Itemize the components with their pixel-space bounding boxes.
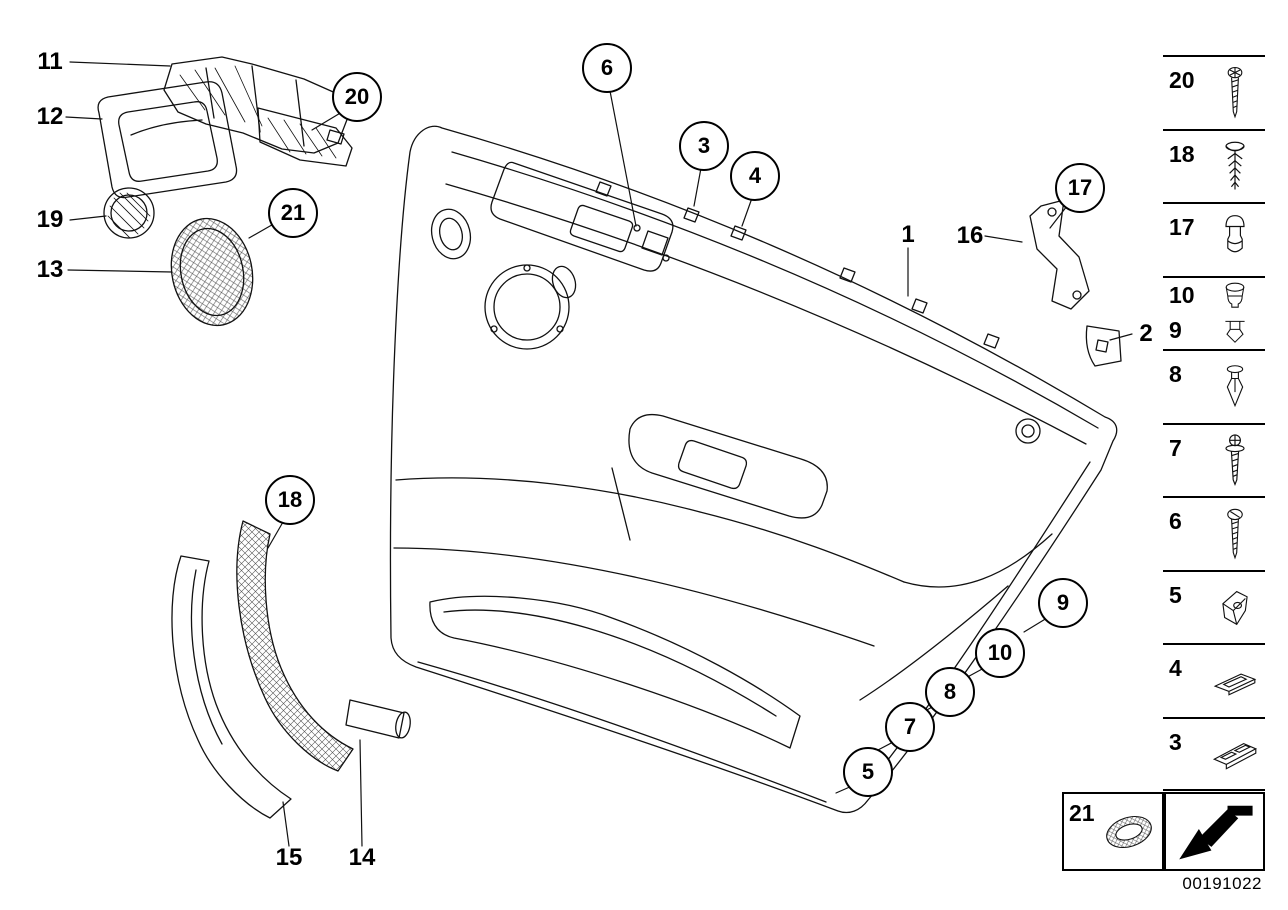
callout-6[interactable]: 6 [582, 43, 632, 93]
legend-row-9[interactable]: 9 [1163, 313, 1265, 349]
legend-row-3[interactable]: 3 [1163, 717, 1265, 791]
legend-row-18[interactable]: 18 [1163, 129, 1265, 202]
callout-1[interactable]: 1 [901, 221, 915, 248]
callout-9[interactable]: 9 [1038, 578, 1088, 628]
door-pull-trim-drawing [171, 520, 411, 819]
legend-row-6[interactable]: 6 [1163, 496, 1265, 570]
door-panel-drawing [389, 125, 1118, 814]
continuation-arrow-icon [1170, 795, 1260, 868]
legend-number: 10 [1169, 282, 1195, 308]
legend-row-8[interactable]: 8 [1163, 349, 1265, 423]
callout-19[interactable]: 19 [36, 206, 64, 233]
legend-number: 5 [1169, 582, 1182, 608]
legend-row-7[interactable]: 7 [1163, 423, 1265, 496]
legend-number: 9 [1169, 317, 1182, 343]
callout-2[interactable]: 2 [1139, 320, 1153, 347]
grommet-icon [1205, 280, 1265, 312]
legend-row-20[interactable]: 20 [1163, 55, 1265, 129]
legend-box-21[interactable]: 21 [1062, 792, 1164, 871]
legend-row-10[interactable]: 10 [1163, 276, 1265, 313]
expanding-clip-icon [1205, 316, 1265, 346]
callout-16[interactable]: 16 [956, 222, 984, 249]
small-cover-drawing [1085, 325, 1122, 367]
legend-row-5[interactable]: 5 [1163, 570, 1265, 643]
self-tapping-screw-icon [1205, 505, 1265, 563]
callout-3[interactable]: 3 [679, 121, 729, 171]
door-handle-carrier-drawing [163, 56, 353, 167]
callout-8[interactable]: 8 [925, 667, 975, 717]
callout-14[interactable]: 14 [348, 844, 376, 871]
callout-7[interactable]: 7 [885, 702, 935, 752]
blind-rivet-icon [1205, 212, 1265, 268]
expansion-rivet-icon [1205, 360, 1265, 414]
callout-10[interactable]: 10 [975, 628, 1025, 678]
handle-trim-frame-drawing [97, 81, 238, 199]
diagram-number: 00191022 [1182, 874, 1262, 893]
callout-5[interactable]: 5 [843, 747, 893, 797]
callout-13[interactable]: 13 [36, 256, 64, 283]
callout-12[interactable]: 12 [36, 103, 64, 130]
callout-11[interactable]: 11 [37, 48, 63, 75]
trim-panel-screw-icon [1205, 138, 1265, 196]
callout-4[interactable]: 4 [730, 151, 780, 201]
oval-grommet-icon [1095, 804, 1163, 860]
continuation-arrow-box[interactable] [1164, 792, 1265, 871]
legend-number: 20 [1169, 67, 1195, 93]
callout-17[interactable]: 17 [1055, 163, 1105, 213]
torx-screw-icon [1205, 63, 1265, 123]
callout-21[interactable]: 21 [268, 188, 318, 238]
clip-plate-icon [1205, 662, 1265, 700]
bracket-clip-icon [1205, 734, 1265, 774]
legend-number: 4 [1169, 655, 1182, 681]
bracket-drawing [1029, 199, 1090, 310]
legend-number: 21 [1069, 800, 1095, 826]
legend-number: 6 [1169, 508, 1182, 534]
legend-number: 7 [1169, 435, 1182, 461]
legend-row-4[interactable]: 4 [1163, 643, 1265, 717]
speaker-grille-drawing [170, 217, 254, 327]
fastener-legend: 20 18 17 [1163, 55, 1265, 791]
legend-number: 3 [1169, 729, 1182, 755]
callout-18[interactable]: 18 [265, 475, 315, 525]
legend-number: 8 [1169, 361, 1182, 387]
screw-with-washer-icon [1205, 432, 1265, 490]
legend-row-17[interactable]: 17 [1163, 202, 1265, 276]
callout-20[interactable]: 20 [332, 72, 382, 122]
legend-number: 18 [1169, 141, 1195, 167]
legend-number: 17 [1169, 214, 1195, 240]
callout-15[interactable]: 15 [275, 844, 303, 871]
sheet-metal-clip-icon [1205, 584, 1265, 632]
round-cap-drawing [103, 187, 155, 239]
leader-lines [65, 61, 1133, 847]
